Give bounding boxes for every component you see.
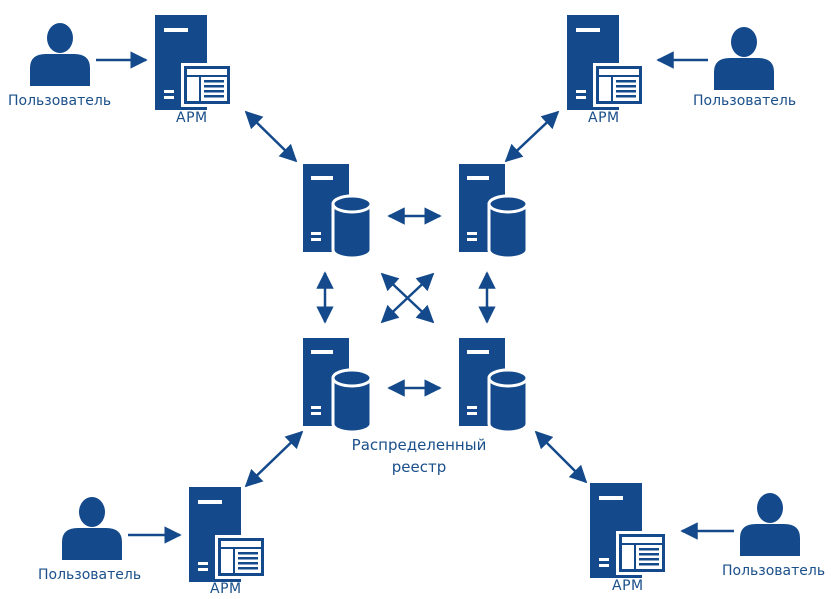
user-icon (30, 23, 90, 86)
ledger-node-icon (301, 162, 373, 260)
workstation-icon (155, 15, 233, 110)
node-node-link (380, 272, 435, 324)
ledger-node-icon (457, 336, 529, 434)
workstation-label: АРМ (588, 110, 620, 126)
workstation-icon (567, 15, 645, 110)
workstation-node-link (244, 430, 304, 488)
workstation-node-link (504, 110, 560, 163)
workstation-icon (189, 487, 267, 582)
ledger-label: Распределенный реестр (339, 434, 499, 478)
user-icon (740, 493, 800, 556)
workstation-node-link (534, 430, 588, 484)
workstation-node-link (244, 110, 298, 163)
workstation-label: АРМ (612, 578, 644, 594)
user-icon (62, 497, 122, 560)
user-label: Пользователь (693, 93, 797, 109)
user-label: Пользователь (8, 93, 112, 109)
ledger-label-line2: реестр (391, 458, 447, 476)
ledger-node-icon (301, 336, 373, 434)
workstation-label: АРМ (176, 110, 208, 126)
ledger-label-line1: Распределенный (351, 436, 487, 454)
user-label: Пользователь (38, 567, 142, 583)
workstation-icon (590, 483, 668, 578)
user-icon (714, 27, 774, 90)
user-label: Пользователь (722, 563, 826, 579)
ledger-node-icon (457, 162, 529, 260)
workstation-label: АРМ (210, 581, 242, 597)
